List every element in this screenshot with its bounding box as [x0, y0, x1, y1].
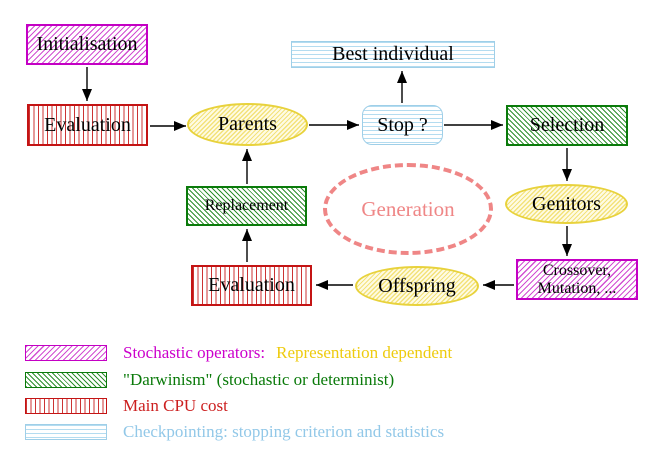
legend-label-checkpointing: Checkpointing: stopping criterion and st…	[123, 422, 445, 441]
node-genitors: Genitors	[505, 184, 628, 224]
legend-label-darwinism: "Darwinism" (stochastic or determinist)	[123, 370, 395, 389]
node-stop-label: Stop ?	[377, 113, 428, 136]
node-replacement: Replacement	[186, 186, 307, 226]
node-best-individual-label: Best individual	[332, 43, 454, 65]
node-evaluation-top-label: Evaluation	[44, 113, 131, 136]
legend-label-cpu-cost: Main CPU cost	[123, 396, 228, 415]
legend-text-representation: Representation dependent	[276, 343, 453, 362]
node-selection-label: Selection	[529, 114, 605, 136]
node-evaluation-bottom-label: Evaluation	[208, 274, 295, 296]
node-crossover-label-line1: Crossover,	[542, 261, 612, 279]
legend-swatch-checkpointing	[25, 424, 107, 440]
legend-text-stochastic: Stochastic operators:	[123, 343, 266, 362]
node-evaluation-top: Evaluation	[27, 104, 148, 146]
legend-swatch-stochastic-operators	[25, 345, 107, 361]
node-stop: Stop ?	[362, 105, 443, 145]
node-initialisation: Initialisation	[26, 24, 148, 65]
legend-label-stochastic-operators: Stochastic operators: Representation depe…	[123, 343, 452, 363]
node-genitors-label: Genitors	[532, 192, 601, 215]
legend-swatch-darwinism	[25, 372, 107, 388]
node-crossover-mutation: Crossover, Mutation, ...	[516, 259, 638, 300]
legend-swatch-cpu-cost	[25, 398, 107, 414]
node-offspring-label: Offspring	[378, 274, 456, 297]
node-replacement-label: Replacement	[204, 197, 289, 214]
node-generation-label: Generation	[361, 196, 455, 221]
node-generation: Generation	[323, 163, 493, 255]
node-best-individual: Best individual	[291, 41, 495, 68]
node-parents-label: Parents	[218, 113, 277, 135]
node-parents: Parents	[187, 103, 308, 146]
node-offspring: Offspring	[355, 266, 479, 306]
node-initialisation-label: Initialisation	[36, 33, 138, 55]
node-crossover-label-line2: Mutation, ...	[537, 279, 617, 297]
node-selection: Selection	[506, 105, 628, 146]
node-evaluation-bottom: Evaluation	[191, 265, 312, 306]
